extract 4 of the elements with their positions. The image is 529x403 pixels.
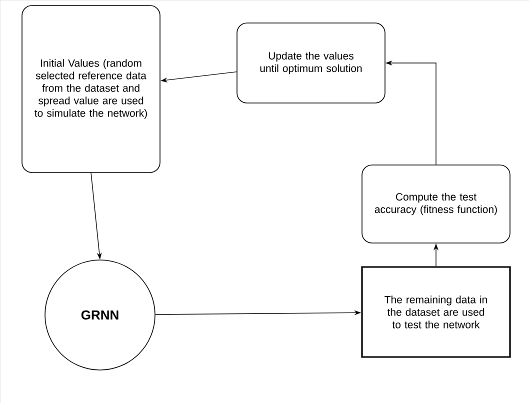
process-box: Initial Values (random selected reference data from the dataset and spread value are used to simulate the network)	[22, 5, 160, 173]
process-box: Compute the test accuracy (fitness function)	[362, 164, 510, 244]
process-box: The remaining data in the dataset are used to test the network	[361, 266, 511, 358]
process-box: Update the values until optimum solution	[236, 22, 386, 104]
